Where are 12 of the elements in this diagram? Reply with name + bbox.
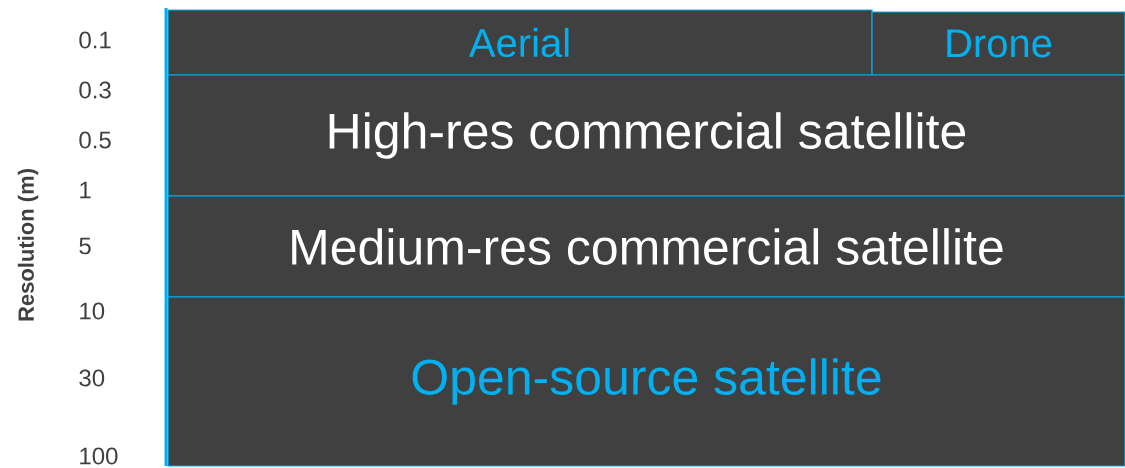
tick-label: 0.1 <box>79 31 111 49</box>
tick-label: 5 <box>79 237 91 255</box>
tick-label: 100 <box>80 447 118 465</box>
tick-label: 10 <box>80 302 105 320</box>
tick-label: 30 <box>79 369 105 387</box>
band-box: Drone <box>871 11 1125 76</box>
tick-label: 0.5 <box>79 131 111 149</box>
band-box: Medium-res commercial satellite <box>167 195 1125 298</box>
tick-label: 1 <box>80 181 91 199</box>
axis-title: Resolution (m) <box>17 169 39 321</box>
tick-label: 0.3 <box>79 81 111 99</box>
band-box: Open-source satellite <box>167 296 1125 467</box>
